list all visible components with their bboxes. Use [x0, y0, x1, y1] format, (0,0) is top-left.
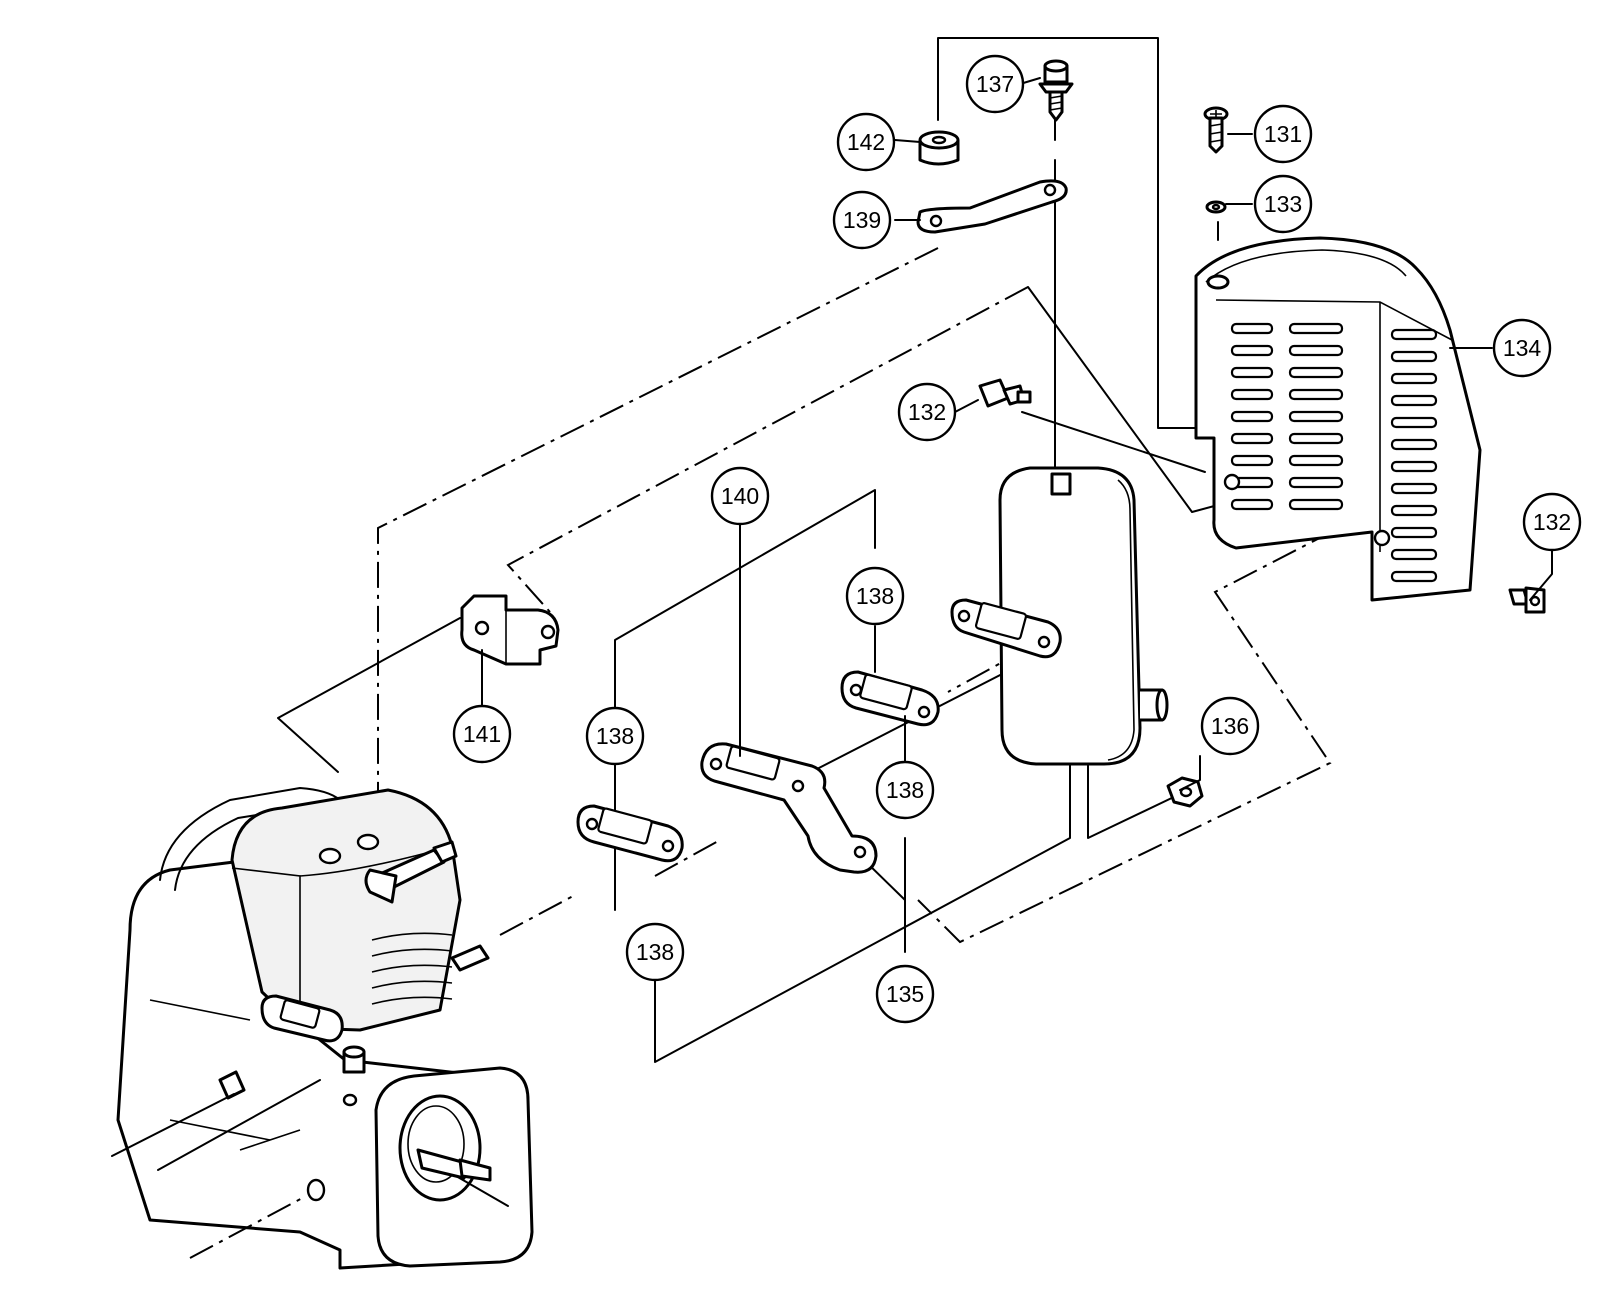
- svg-text:133: 133: [1264, 191, 1302, 217]
- svg-text:137: 137: [976, 71, 1014, 97]
- bracket-141: [460, 594, 560, 666]
- callout-134: 134: [1492, 318, 1552, 378]
- svg-text:138: 138: [886, 777, 924, 803]
- gasket-138-upper: [840, 670, 940, 727]
- screw-131: [1203, 106, 1229, 154]
- svg-text:138: 138: [596, 723, 634, 749]
- svg-text:138: 138: [636, 939, 674, 965]
- svg-text:142: 142: [847, 129, 885, 155]
- svg-text:134: 134: [1503, 335, 1542, 361]
- callout-131: 131: [1253, 104, 1313, 164]
- callout-bubbles: 137 142 139 131 133 134 132 132: [452, 54, 1582, 1024]
- plate-140: [700, 742, 878, 874]
- callout-132-right: 132: [1522, 492, 1582, 552]
- spacer-142: [918, 130, 960, 166]
- svg-text:135: 135: [886, 981, 924, 1007]
- nut-136: [1166, 776, 1204, 808]
- callout-139: 139: [832, 190, 892, 250]
- svg-text:140: 140: [721, 483, 759, 509]
- callout-141: 141: [452, 704, 512, 764]
- bolt-132-left: [978, 378, 1032, 408]
- muffler-135: [950, 466, 1169, 766]
- callout-140: 140: [710, 466, 770, 526]
- bolt-132-right: [1508, 586, 1546, 614]
- svg-text:139: 139: [843, 207, 881, 233]
- callout-138-bottom: 138: [625, 922, 685, 982]
- callout-132-left: 132: [897, 382, 957, 442]
- svg-text:132: 132: [908, 399, 946, 425]
- svg-text:141: 141: [463, 721, 501, 747]
- assembly-lines: [277, 37, 1336, 1063]
- cylinder-fins: [371, 932, 453, 1005]
- callout-136: 136: [1200, 696, 1260, 756]
- cover-vent-slots-left: [1230, 322, 1344, 511]
- washer-133: [1205, 200, 1227, 214]
- muffler-cover-134: [1194, 236, 1482, 602]
- gasket-138-lower: [576, 804, 684, 863]
- callout-138-top: 138: [845, 566, 905, 626]
- callout-133: 133: [1253, 174, 1313, 234]
- callout-142: 142: [836, 112, 896, 172]
- callout-137: 137: [965, 54, 1025, 114]
- callout-138-right: 138: [875, 760, 935, 820]
- stay-139: [916, 179, 1068, 234]
- engine-assembly: [111, 787, 534, 1270]
- cover-vent-slots-right: [1390, 328, 1438, 583]
- svg-text:136: 136: [1211, 713, 1249, 739]
- bolt-137: [1038, 59, 1074, 122]
- svg-text:132: 132: [1533, 509, 1571, 535]
- callout-135: 135: [875, 964, 935, 1024]
- svg-text:131: 131: [1264, 121, 1302, 147]
- callout-138-left: 138: [585, 706, 645, 766]
- svg-text:138: 138: [856, 583, 894, 609]
